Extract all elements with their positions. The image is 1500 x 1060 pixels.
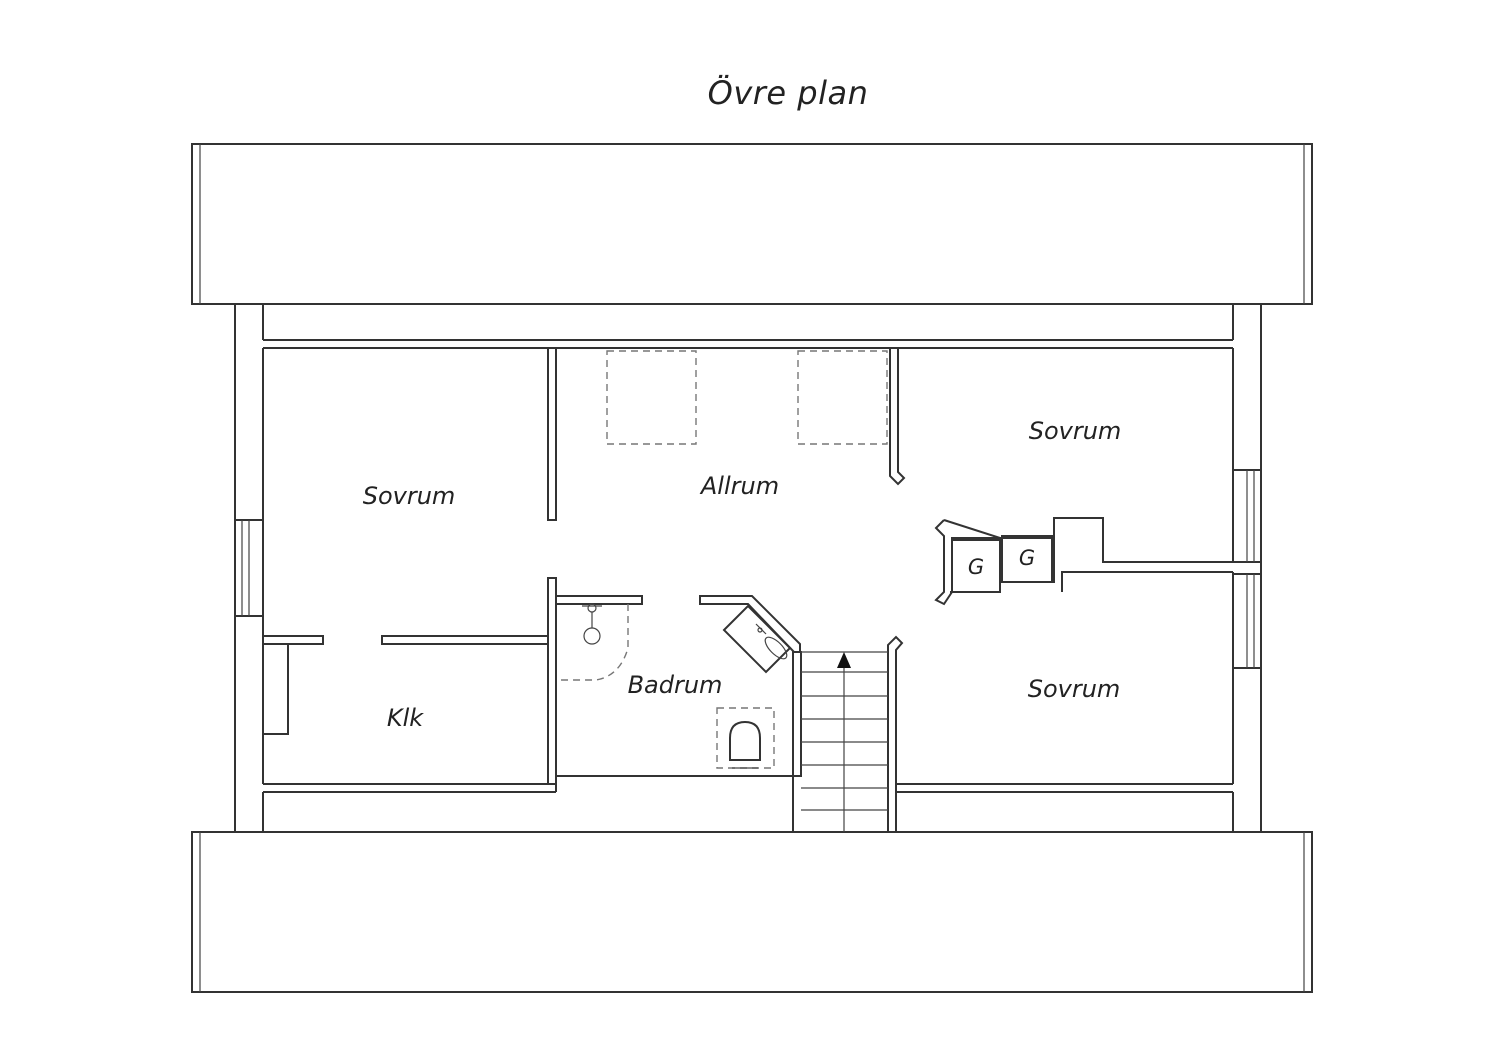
plan-title: Övre plan — [707, 74, 869, 112]
room-label-sovrum-bottom-right: Sovrum — [1027, 675, 1121, 703]
interior-walls — [262, 347, 1233, 833]
window-right-top — [1232, 469, 1262, 563]
outer-walls — [234, 304, 1262, 832]
fireplace — [934, 519, 1055, 606]
roof-bottom — [191, 831, 1313, 993]
fireplace-label-left: G — [967, 555, 985, 579]
room-label-klk: Klk — [386, 704, 424, 732]
fireplace-label-right: G — [1018, 546, 1036, 570]
stair-arrow-icon — [837, 652, 851, 668]
room-label-sovrum-top-right: Sovrum — [1028, 417, 1122, 445]
window-right-bottom — [1232, 573, 1262, 669]
roof-top — [191, 143, 1313, 305]
room-label-sovrum-left: Sovrum — [362, 482, 456, 510]
staircase — [801, 651, 888, 832]
skylight-left — [606, 350, 697, 445]
toilet-icon — [716, 707, 775, 769]
window-left — [234, 519, 264, 617]
skylight-right — [797, 350, 888, 445]
room-label-badrum: Badrum — [627, 671, 723, 699]
sink-icon — [722, 604, 792, 674]
room-label-allrum: Allrum — [700, 472, 780, 500]
shower-icon — [556, 603, 629, 681]
